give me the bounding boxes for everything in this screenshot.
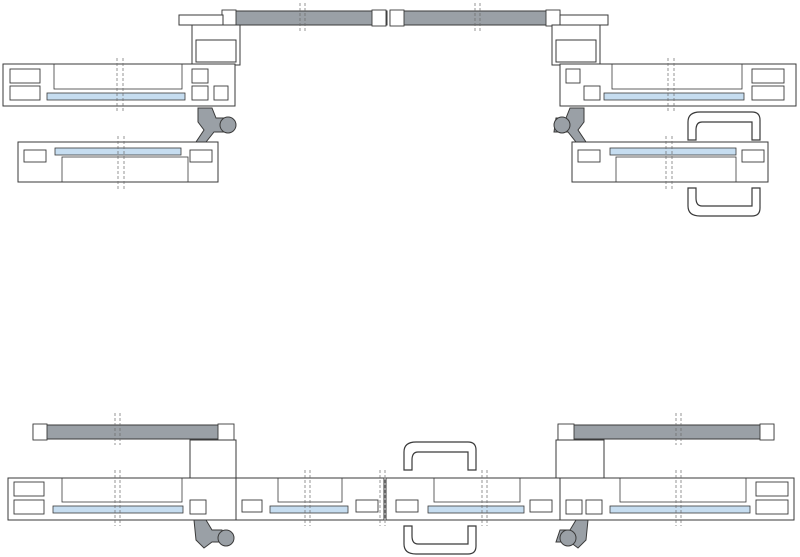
pivot-knob [219,116,237,134]
center-sash [385,477,561,521]
sash-end-box [241,499,263,513]
jamb-body [189,439,237,479]
sash-end-box [13,481,45,497]
lower-sash-inner [61,156,189,183]
sash-fitting [191,85,209,101]
glass-pane [427,505,525,514]
pivot-knob [559,529,577,547]
panel-end-cap [545,9,561,27]
sash-fitting [585,499,603,515]
sash-inner [619,477,747,503]
jamb-inner [555,39,597,63]
sash-inner [433,477,521,503]
pivot-hinge [195,107,229,143]
bottom-right-detail [555,413,795,549]
panel-end-cap [371,9,387,27]
pull-handle [687,111,761,141]
sash-end-box [755,499,789,515]
sash-fitting [191,68,209,84]
sash-fitting [565,499,583,515]
sash-fitting [583,85,601,101]
glass-pane [609,505,751,514]
glass-pane [52,505,184,514]
sash-fitting [189,499,207,515]
pivot-knob [217,529,235,547]
sash-inner [53,63,183,90]
sash-end-box [751,68,785,84]
sash-fitting [565,68,581,84]
sash-fitting [213,85,229,101]
jamb-cap [559,14,609,26]
sash-end-box [9,85,41,101]
pull-handle [403,441,477,471]
panel-end-cap [557,423,575,441]
sash-end-box [751,85,785,101]
lower-sash-inner [615,156,737,183]
sash-end-box [9,68,41,84]
panel-end-cap [389,9,405,27]
glass-pane [609,147,737,156]
sash-end-box [741,149,765,163]
sash-end-box [395,499,419,513]
panel-end-cap [221,9,237,27]
panel-end-cap [217,423,235,441]
adjacent-sash [235,477,385,521]
sash-end-box [355,499,379,513]
top-right-detail [389,3,797,217]
top-left-detail [2,3,388,190]
panel-end-cap [759,423,775,441]
bottom-left-detail [7,413,385,549]
jamb-inner [195,39,237,63]
steel-panel [221,10,388,26]
sash-end-box [577,149,601,163]
sash-end-box [23,149,47,163]
sash-inner [61,477,183,503]
pull-handle [687,187,761,217]
sash-end-box [13,499,45,515]
panel-end-cap [32,423,48,441]
sash-end-box [755,481,789,497]
glass-pane [269,505,349,514]
sash-end-box [189,149,213,163]
sash-inner [611,63,743,90]
pivot-knob [553,116,571,134]
sash-end-box [529,499,553,513]
pull-handle [403,525,477,555]
jamb-cap [178,14,224,26]
glass-pane [46,92,186,101]
steel-panel [557,424,775,440]
bottom-center-detail [379,441,561,555]
jamb-body [555,439,605,479]
steel-panel [32,424,234,440]
